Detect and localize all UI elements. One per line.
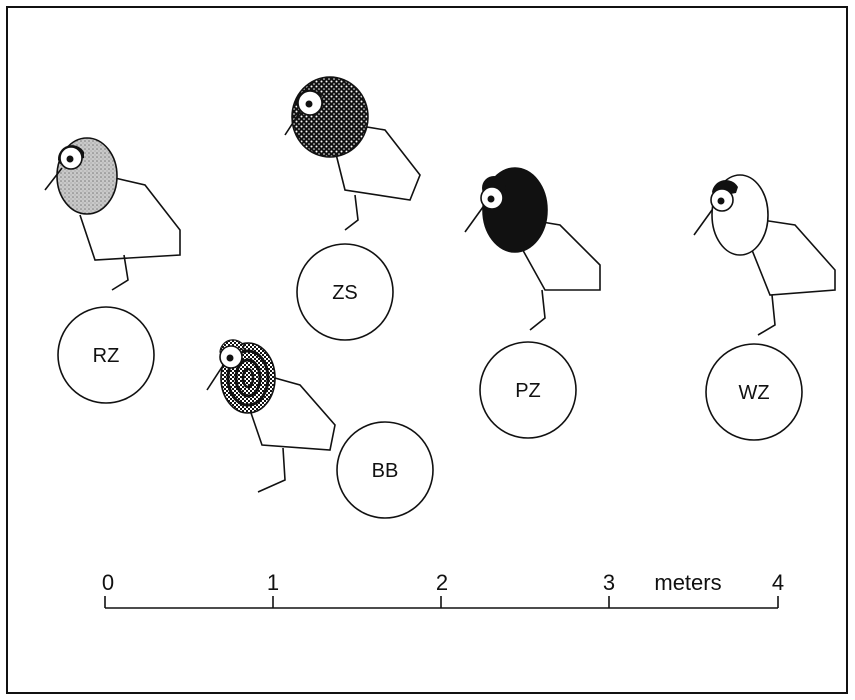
- rz-beak: [44, 167, 63, 191]
- bb-beak: [206, 366, 223, 391]
- wz-circle: [705, 343, 803, 441]
- zs-leg: [344, 194, 359, 231]
- pz-label: PZ: [515, 380, 541, 402]
- pz-leg: [529, 289, 546, 331]
- zs-label: ZS: [332, 282, 358, 304]
- wz-beak: [693, 209, 713, 236]
- bird-wz: WZ: [693, 174, 836, 441]
- bird-pz: PZ: [464, 167, 601, 439]
- rz-leg: [111, 254, 129, 291]
- wz-label: WZ: [738, 382, 769, 404]
- bb-circle: [336, 421, 434, 519]
- scale-unit-label: meters: [654, 570, 721, 595]
- bird-rz: RZ: [44, 137, 181, 404]
- scale-label-4: 4: [772, 570, 784, 595]
- bb-label: BB: [372, 460, 399, 482]
- wz-leg: [757, 294, 776, 336]
- frame-border: [6, 6, 848, 694]
- zs-circle: [296, 243, 394, 341]
- scale-label-2: 2: [436, 570, 448, 595]
- scale-label-1: 1: [267, 570, 279, 595]
- scale-label-3: 3: [603, 570, 615, 595]
- distance-scale: 0 1 2 3 4 meters: [102, 570, 784, 609]
- pz-circle: [479, 341, 577, 439]
- bb-leg: [257, 447, 286, 493]
- rz-label: RZ: [93, 345, 120, 367]
- zs-beak: [284, 111, 301, 136]
- bird-bb: BB: [206, 339, 434, 519]
- scale-label-0: 0: [102, 570, 114, 595]
- zs-head: [291, 76, 369, 158]
- pz-beak: [464, 206, 484, 233]
- bird-zs: ZS: [284, 76, 421, 341]
- rz-circle: [57, 306, 155, 404]
